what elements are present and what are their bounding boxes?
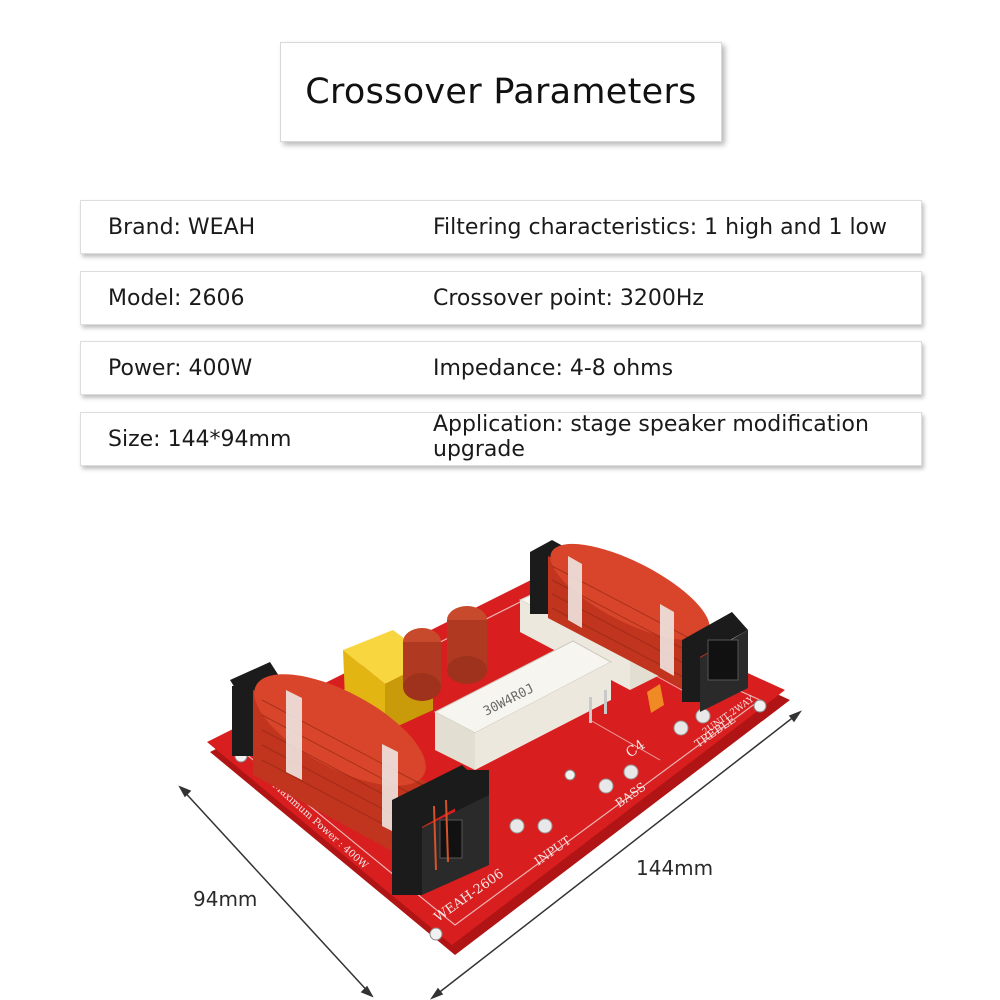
terminal-treble-minus	[695, 708, 711, 724]
param-row-power: Power: 400W Impedance: 4-8 ohms	[80, 341, 922, 395]
param-row-model: Model: 2606 Crossover point: 3200Hz	[80, 271, 922, 325]
param-brand: Brand: WEAH	[108, 214, 256, 240]
length-dimension-label: 144mm	[636, 856, 714, 880]
right-inductor	[530, 540, 748, 712]
terminal-bass-plus	[598, 778, 614, 794]
crossover-board-photo: WEAH-2606 INPUT BASS TREBLE 2UNIT 2WAY C…	[178, 540, 802, 1000]
mount-hole	[753, 699, 767, 713]
param-model: Model: 2606	[108, 285, 245, 311]
red-capacitors	[403, 606, 487, 701]
title-box: Crossover Parameters	[280, 42, 722, 142]
orange-component	[647, 684, 664, 713]
terminal-bass-minus	[623, 764, 639, 780]
terminal-input-minus	[537, 818, 553, 834]
param-row-size: Size: 144*94mm Application: stage speake…	[80, 412, 922, 466]
dimension-lines	[178, 710, 802, 1000]
param-application: Application: stage speaker modification …	[433, 412, 869, 462]
terminal-input-plus	[509, 818, 525, 834]
param-power: Power: 400W	[108, 355, 253, 381]
width-dimension-label: 94mm	[193, 887, 258, 911]
param-filtering: Filtering characteristics: 1 high and 1 …	[433, 214, 888, 240]
param-crossover-point: Crossover point: 3200Hz	[433, 285, 704, 311]
param-impedance: Impedance: 4-8 ohms	[433, 355, 674, 381]
page-title: Crossover Parameters	[305, 72, 697, 112]
mount-hole	[564, 769, 576, 781]
left-inductor	[230, 662, 489, 895]
param-size: Size: 144*94mm	[108, 426, 292, 452]
mount-hole	[429, 927, 443, 941]
terminal-treble-plus	[673, 720, 689, 736]
param-row-brand: Brand: WEAH Filtering characteristics: 1…	[80, 200, 922, 254]
